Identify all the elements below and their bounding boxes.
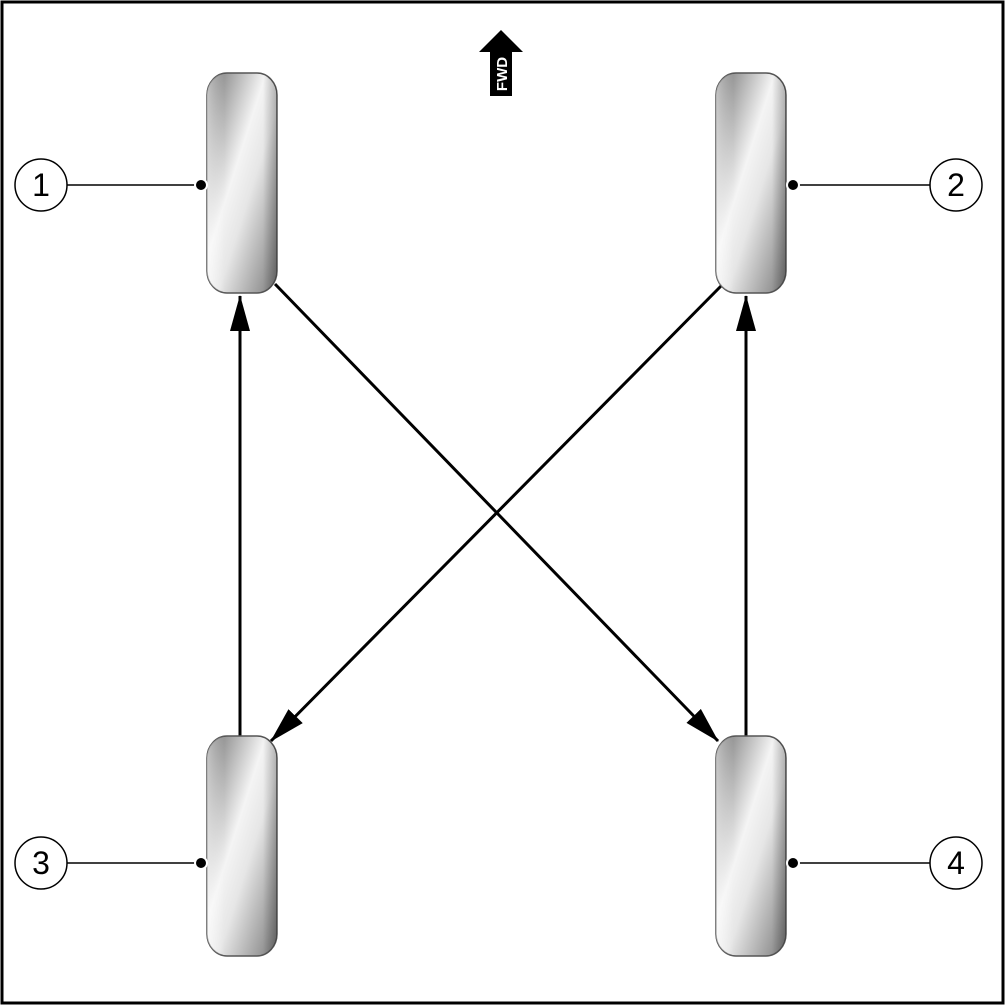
callout-2-number: 2 — [947, 167, 965, 203]
callout-1: 1 — [14, 158, 208, 212]
rotation-arrows — [230, 282, 756, 743]
callout-3: 3 — [14, 836, 208, 890]
arrow-front-right-to-rear-left — [269, 282, 725, 743]
tire-front-right — [715, 72, 787, 294]
callout-4: 4 — [786, 836, 983, 890]
forward-direction-arrow: FWD — [479, 30, 523, 96]
tire-front-left — [206, 72, 278, 294]
callout-3-number: 3 — [32, 845, 50, 881]
callout-4-number: 4 — [947, 845, 965, 881]
callout-2: 2 — [786, 158, 983, 212]
tire-rear-left — [206, 735, 278, 957]
callout-1-number: 1 — [32, 167, 50, 203]
fwd-label: FWD — [494, 57, 511, 91]
tire-rear-right — [715, 735, 787, 957]
